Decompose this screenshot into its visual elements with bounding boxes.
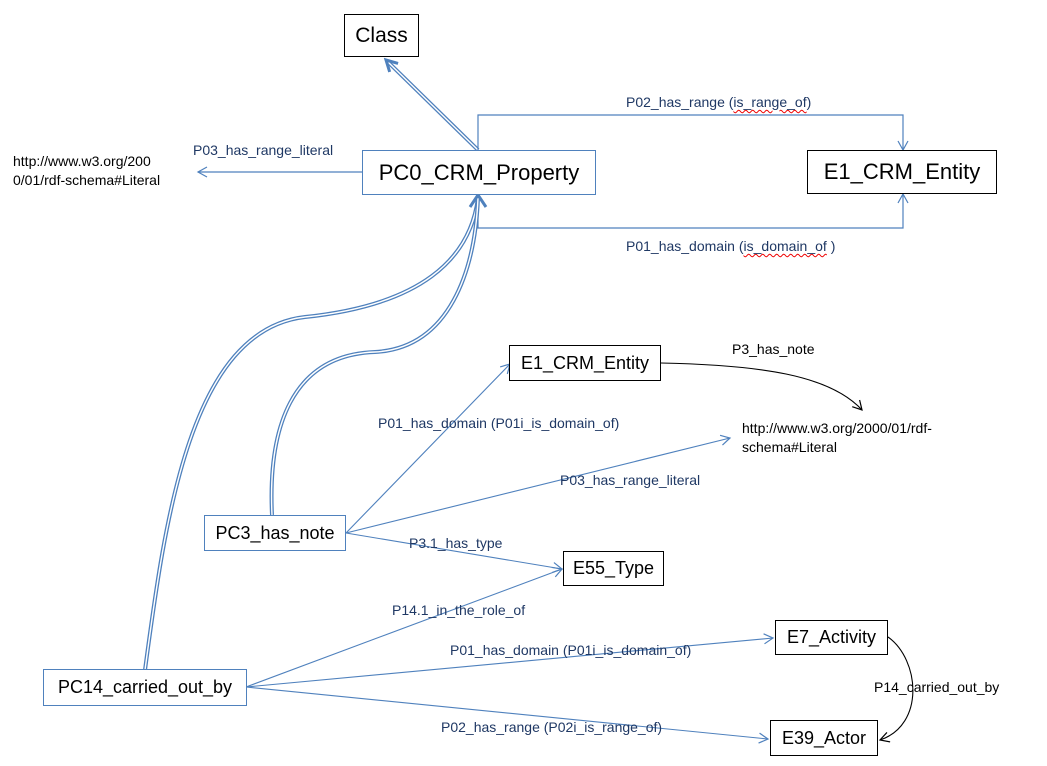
node-class-label: Class — [355, 23, 408, 47]
node-pc0-crm-property[interactable]: PC0_CRM_Property — [362, 150, 596, 195]
edge-pc0-subclass-class — [386, 60, 480, 152]
label-p02-top-squiggle: is_range_of — [733, 94, 807, 110]
node-pc14-carried-out-by[interactable]: PC14_carried_out_by — [43, 669, 247, 706]
literal-mid-line1: http://www.w3.org/2000/01/rdf- — [742, 420, 932, 436]
label-p02-bottom: P02_has_range (P02i_is_range_of) — [441, 719, 663, 735]
edge-pc14-subproperty-pc0 — [143, 197, 480, 671]
node-pc0-label: PC0_CRM_Property — [378, 159, 580, 185]
label-p01-top-suffix: ) — [826, 238, 836, 254]
label-p03-top: P03_has_range_literal — [193, 142, 334, 158]
node-e39-label: E39_Actor — [781, 727, 867, 748]
label-p141-in-the-role-of: P14.1_in_the_role_of — [392, 602, 526, 618]
label-p31-has-type: P3.1_has_type — [409, 535, 503, 551]
label-p3-has-note: P3_has_note — [732, 341, 815, 357]
edge-p02-has-range-top — [477, 114, 909, 152]
edge-p3-has-note — [660, 362, 863, 411]
node-class[interactable]: Class — [344, 14, 419, 57]
node-e39-actor[interactable]: E39_Actor — [770, 720, 878, 756]
edge-p01-has-domain-top — [477, 192, 909, 229]
label-p01-top-prefix: P01_has_domain ( — [626, 238, 744, 254]
node-e1-mid-label: E1_CRM_Entity — [520, 352, 650, 373]
node-e1-crm-entity-top[interactable]: E1_CRM_Entity — [807, 150, 997, 194]
edge-p01-has-domain-mid — [345, 363, 511, 534]
literal-top-line2: 0/01/rdf-schema#Literal — [13, 172, 161, 188]
label-p01-top-squiggle: is_domain_of — [743, 238, 827, 254]
edge-p141-in-the-role-of — [245, 566, 564, 688]
label-p02-top-suffix: ) — [806, 94, 812, 110]
label-p01-top: P01_has_domain (is_domain_of ) — [626, 238, 835, 254]
node-e55-label: E55_Type — [572, 558, 655, 578]
edge-p31-has-type — [345, 532, 564, 574]
node-rdf-literal-mid: http://www.w3.org/2000/01/rdf- schema#Li… — [742, 419, 932, 457]
node-e7-label: E7_Activity — [786, 627, 877, 647]
label-p01-bottom: P01_has_domain (P01i_is_domain_of) — [450, 642, 692, 658]
node-pc14-label: PC14_carried_out_by — [57, 677, 233, 697]
heavy-arrowhead-pc0 — [468, 192, 488, 208]
edge-pc3-subproperty-pc0 — [269, 197, 480, 516]
label-p01-mid: P01_has_domain (P01i_is_domain_of) — [378, 415, 620, 431]
edge-p01-has-domain-bottom — [245, 633, 775, 688]
node-e7-activity[interactable]: E7_Activity — [775, 620, 888, 655]
node-e55-type[interactable]: E55_Type — [563, 551, 664, 586]
node-rdf-literal-top: http://www.w3.org/200 0/01/rdf-schema#Li… — [13, 152, 160, 190]
label-p14-carried-out-by: P14_carried_out_by — [874, 679, 1000, 695]
label-p03-mid: P03_has_range_literal — [560, 472, 701, 488]
label-p02-top-prefix: P02_has_range ( — [626, 94, 734, 110]
label-p02-top: P02_has_range (is_range_of) — [626, 94, 811, 110]
edge-p02-has-range-bottom — [245, 686, 770, 744]
node-pc3-label: PC3_has_note — [215, 522, 335, 543]
node-e1-crm-entity-mid[interactable]: E1_CRM_Entity — [509, 345, 661, 381]
literal-mid-line2: schema#Literal — [742, 439, 837, 455]
node-pc3-has-note[interactable]: PC3_has_note — [204, 515, 346, 551]
edge-p03-has-range-literal-mid — [345, 434, 732, 534]
edge-p14-carried-out-by — [878, 636, 914, 743]
literal-top-line1: http://www.w3.org/200 — [13, 153, 151, 169]
node-e1-top-label: E1_CRM_Entity — [823, 159, 981, 184]
